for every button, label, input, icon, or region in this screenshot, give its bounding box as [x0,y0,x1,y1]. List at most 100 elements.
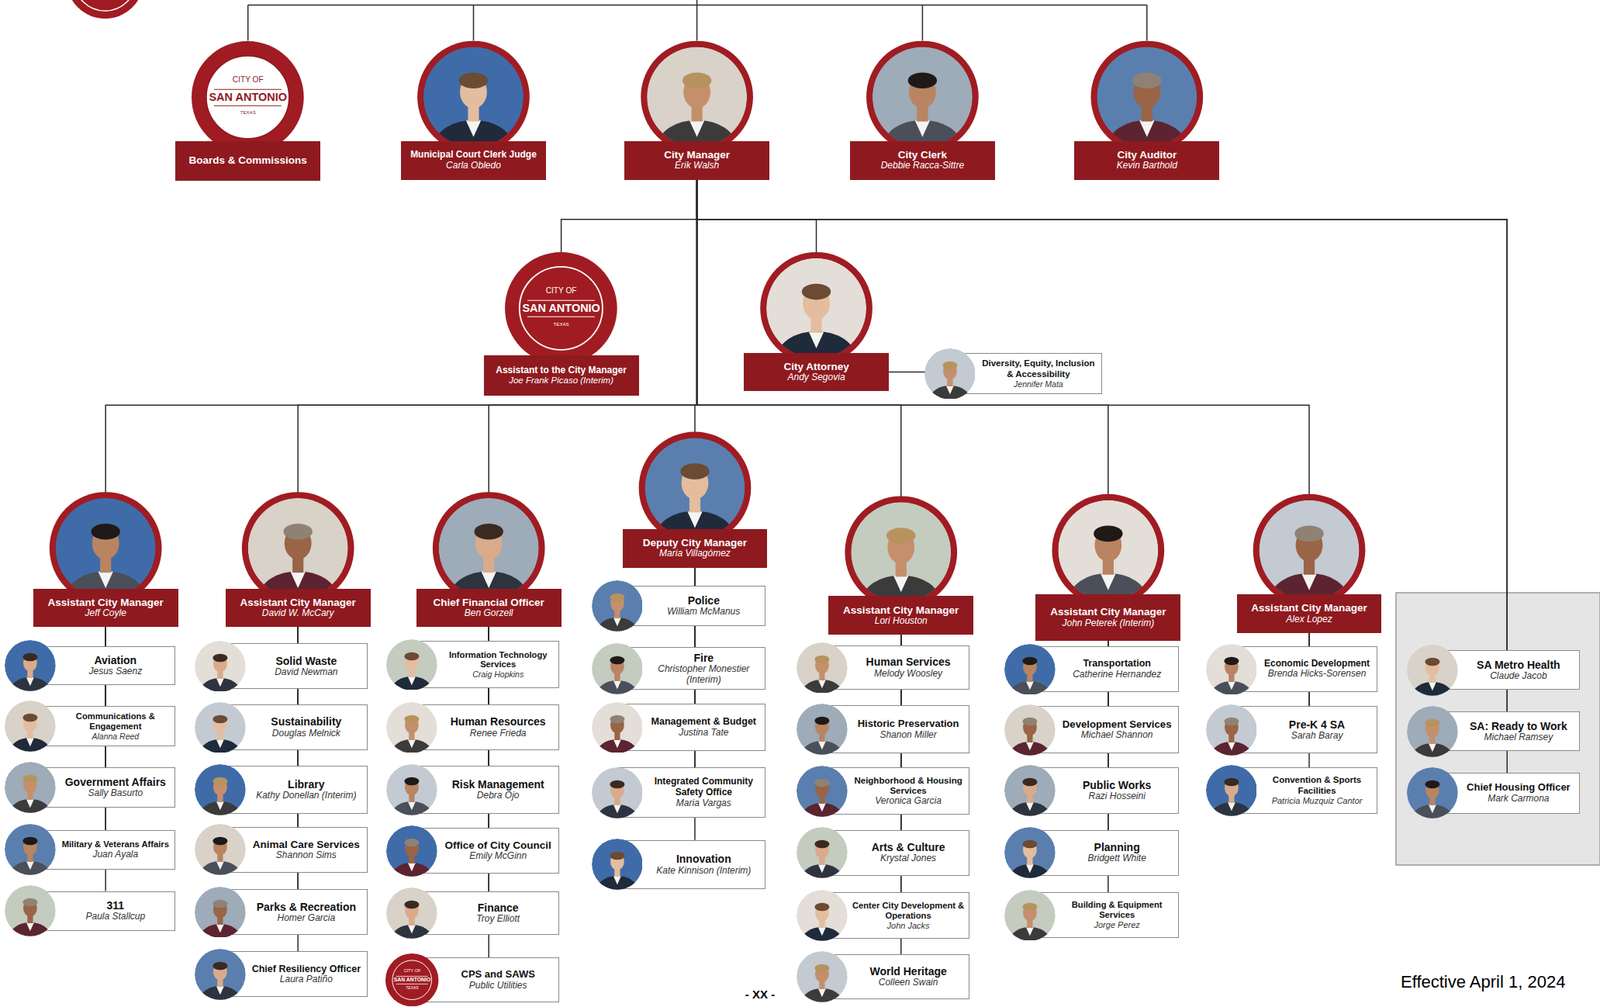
portrait-background [386,639,438,691]
portrait-frame [1004,704,1056,756]
portrait-collar [1227,741,1236,750]
unit-title: Assistant City Manager [1240,601,1379,615]
person-name: Justina Tate [646,727,762,739]
portrait-ring [49,491,163,605]
person-name: Sarah Baray [1260,730,1374,742]
portrait [4,761,56,813]
city-logo: CITY OFSAN ANTONIOTEXAS [385,953,439,1006]
portrait [1206,704,1258,756]
person-name: David Newman [248,666,364,678]
portrait-body [801,926,842,941]
department-box: Parks & RecreationHomer Garcia [222,888,368,935]
portrait-hair [404,651,419,661]
portrait-background [645,437,746,538]
portrait-collar [1227,680,1236,690]
portrait-hair [404,714,419,723]
portrait [591,838,643,890]
portrait-background [1004,764,1056,816]
portrait-background [194,701,246,754]
portrait-collar [808,331,824,349]
reporting-line [697,179,1508,773]
portrait-background [850,501,951,602]
portrait-hair [404,900,419,909]
portrait-collar [818,741,826,750]
person-name: Alex Lopez [1240,614,1379,626]
reporting-line [297,179,697,590]
department-box: Office of City CouncilEmily McGinn [414,827,560,874]
portrait-frame [4,700,56,752]
department-box: Historic PreservationShanon Miller [824,704,970,754]
department-box: Solid WasteDavid Newman [222,642,368,689]
unit-title: Police [646,594,762,607]
portrait-hair [22,653,38,662]
portrait-body [1010,741,1051,756]
portrait-background [1096,47,1197,148]
portrait-frame [796,826,848,878]
portrait-collar [216,801,225,810]
portrait-collar [613,739,622,748]
portrait-background [194,948,246,1000]
portrait-collar [689,120,705,137]
logo-ring [504,252,618,365]
portrait-collar [290,571,306,588]
portrait [194,886,246,938]
title-box: Boards & Commissions [175,141,321,181]
person-name: Joe Frank Picaso (Interim) [487,375,636,386]
department-box: Management & BudgetJustina Tate [618,703,765,752]
portrait-collar [1428,681,1437,691]
department-box: LibraryKathy Donellan (Interim) [222,765,368,814]
portrait-hair [1022,777,1038,787]
department-box: SA: Ready to WorkMichael Ramsey [1434,711,1580,751]
cut-off-logo-ring [74,0,137,11]
portrait-body [801,863,842,878]
portrait-frame [194,823,246,875]
department-box: Convention & Sports FacilitiesPatricia M… [1232,767,1378,813]
portrait-hair [1424,657,1440,667]
person-name: Sally Basurto [58,787,172,799]
portrait-body [1412,681,1452,696]
logo-text: TEXAS [240,110,256,115]
portrait-hair [283,523,312,540]
portrait-background [55,497,156,598]
portrait-hair [609,714,625,723]
portrait-frame [591,580,643,632]
portrait-collar [216,739,225,748]
portrait-frame [591,767,643,819]
unit-title: Library [248,777,364,791]
portrait-background [796,826,848,878]
logo-ring [385,953,439,1006]
portrait-background [386,763,438,816]
portrait-hair [212,777,228,786]
portrait-hair [212,898,228,908]
person-name: Veronica Garcia [850,795,966,807]
department-box: SustainabilityDouglas Melnick [222,704,368,750]
portrait-hair [1022,839,1038,849]
department-box: FireChristopher Monestier (Interim) [618,646,765,690]
portrait-background [1206,764,1258,816]
portrait-background [4,700,56,752]
department-box: Neighborhood & Housing ServicesVeronica … [824,767,970,815]
portrait-collar [26,677,35,686]
person-name: Christopher Monestier (Interim) [646,663,762,686]
department-box: Integrated Community Safety OfficeMaria … [618,767,765,817]
person-name: Jesus Saenz [58,666,172,678]
portrait-body [391,801,432,816]
portrait-body [10,737,50,752]
portrait-background [872,47,973,148]
unit-title: Solid Waste [248,654,364,667]
unit-title: Municipal Court Clerk Judge [404,149,543,161]
portrait-ring [1051,494,1165,607]
department-box: Arts & CultureKrystal Jones [824,829,970,876]
portrait-body [10,922,50,937]
portrait-background [591,767,643,819]
portrait-background [796,765,848,817]
portrait-collar [687,511,702,528]
portrait [1206,764,1258,816]
department-box: Development ServicesMichael Shannon [1031,705,1179,754]
department-box: 311Paula Stallcup [31,891,177,931]
portrait-body [1412,804,1452,819]
person-name: Lori Houston [832,615,970,627]
unit-title: Military & Veterans Affairs [58,839,172,850]
portrait-frame [1004,826,1056,878]
person-name: Shannon Sims [248,850,364,861]
